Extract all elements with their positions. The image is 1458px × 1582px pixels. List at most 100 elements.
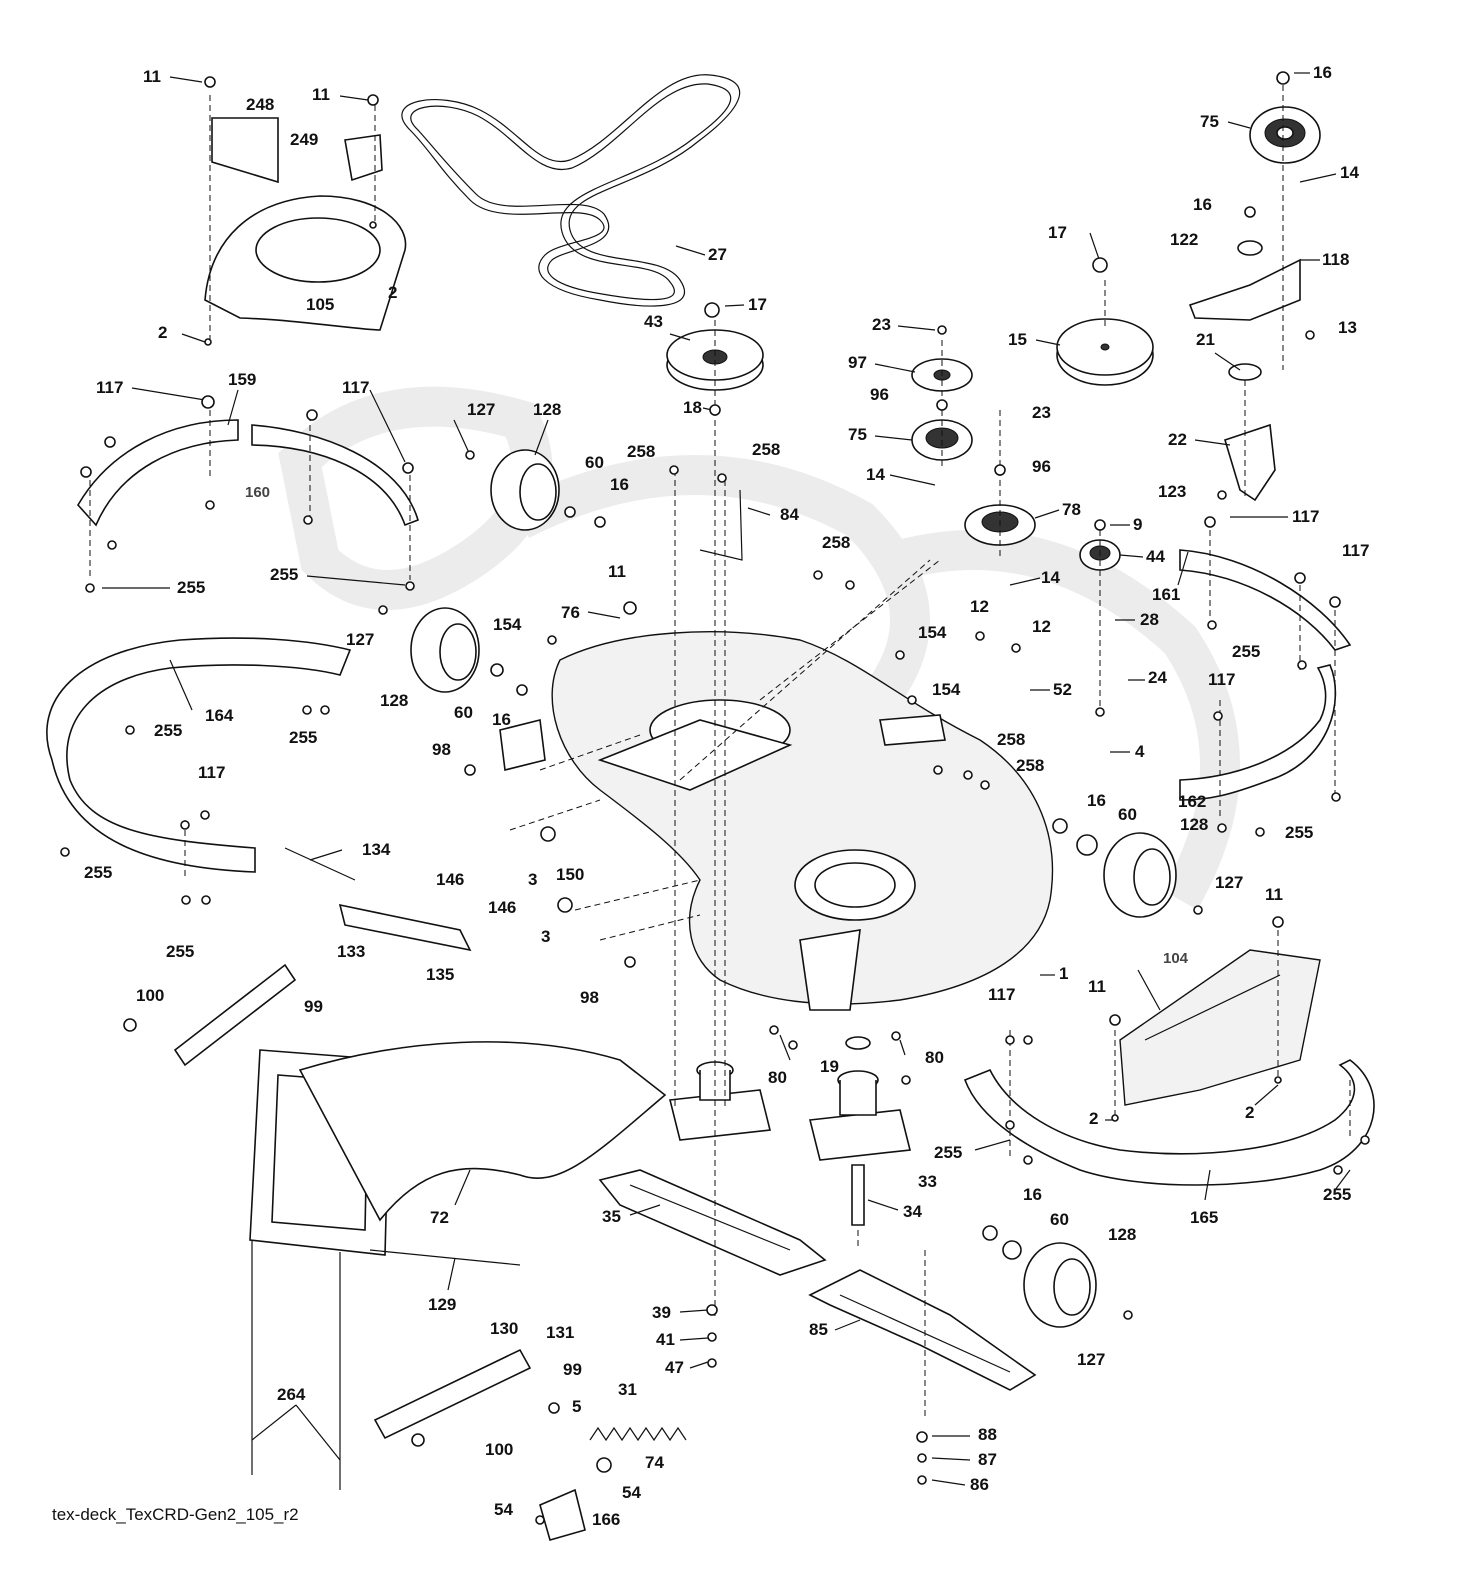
label-127: 127 [346,630,374,649]
label-104: 104 [1163,950,1189,967]
label-60: 60 [585,453,604,472]
label-129: 129 [428,1295,456,1314]
label-258: 258 [627,442,655,461]
label-23: 23 [872,315,891,334]
bumper-165 [963,1059,1375,1186]
label-117: 117 [1342,541,1369,560]
spring-31 [589,1426,687,1442]
label-72: 72 [430,1208,449,1227]
drawing-id-caption: tex-deck_TexCRD-Gen2_105_r2 [52,1505,299,1524]
label-9: 9 [1133,515,1142,534]
label-154: 154 [493,615,522,634]
label-54: 54 [494,1500,513,1519]
label-75: 75 [1200,112,1219,131]
label-21: 21 [1196,330,1215,349]
label-13: 13 [1338,318,1357,337]
label-4: 4 [1135,742,1145,761]
label-122: 122 [1170,230,1198,249]
label-75: 75 [848,425,867,444]
label-161: 161 [1152,585,1180,604]
label-131: 131 [546,1323,574,1342]
label-16: 16 [610,475,629,494]
mulch-plate-72 [249,1041,667,1256]
label-117: 117 [342,378,369,397]
label-27: 27 [708,245,727,264]
label-85: 85 [809,1320,828,1339]
label-117: 117 [198,763,225,782]
label-258: 258 [752,440,780,459]
label-44: 44 [1146,547,1165,566]
label-130: 130 [490,1319,518,1338]
label-23: 23 [1032,403,1051,422]
label-15: 15 [1008,330,1027,349]
label-3: 3 [541,927,550,946]
label-117: 117 [988,985,1015,1004]
gauge-wheel-128-a [490,449,560,531]
label-117: 117 [1208,670,1235,689]
label-74: 74 [645,1453,664,1472]
bracket-166 [539,1488,586,1541]
skirt-162 [1179,664,1337,801]
label-135: 135 [426,965,454,984]
label-19: 19 [820,1057,839,1076]
gauge-wheel-128-d [1023,1242,1097,1328]
idler-pulley-75-top [1249,106,1321,164]
label-33: 33 [918,1172,937,1191]
label-14: 14 [1041,568,1060,587]
label-166: 166 [592,1510,620,1529]
label-87: 87 [978,1450,997,1469]
arm-99-upper [173,963,297,1067]
label-11: 11 [312,85,330,104]
spindle-housing-33 [809,1036,911,1161]
label-255: 255 [1323,1185,1351,1204]
label-54: 54 [622,1483,641,1502]
leader-lines [102,72,1351,1486]
label-164: 164 [205,706,234,725]
label-43: 43 [644,312,663,331]
label-16: 16 [1313,63,1332,82]
label-11: 11 [1265,885,1283,904]
label-255: 255 [154,721,182,740]
label-255: 255 [166,942,194,961]
label-78: 78 [1062,500,1081,519]
label-159: 159 [228,370,256,389]
label-16: 16 [492,710,511,729]
pulley-15 [1056,318,1154,386]
label-2: 2 [158,323,167,342]
label-60: 60 [454,703,473,722]
label-97: 97 [848,353,867,372]
label-12: 12 [970,597,989,616]
label-16: 16 [1023,1185,1042,1204]
label-133: 133 [337,942,365,961]
label-96: 96 [870,385,889,404]
label-31: 31 [618,1380,637,1399]
label-255: 255 [1285,823,1313,842]
label-128: 128 [1108,1225,1136,1244]
label-128: 128 [380,691,408,710]
label-255: 255 [84,863,112,882]
label-14: 14 [866,465,885,484]
label-127: 127 [1215,873,1243,892]
mower-deck-1 [499,631,1054,1011]
label-76: 76 [561,603,580,622]
label-52: 52 [1053,680,1072,699]
label-47: 47 [665,1358,684,1377]
rods [251,489,743,1490]
label-264: 264 [277,1385,306,1404]
label-248: 248 [246,95,274,114]
discharge-chute-104 [1119,949,1321,1106]
label-17: 17 [748,295,767,314]
label-100: 100 [136,986,164,1005]
label-11: 11 [1088,977,1106,996]
spindle-housing-left [669,1061,771,1141]
label-96: 96 [1032,457,1051,476]
label-18: 18 [683,398,702,417]
label-80: 80 [768,1068,787,1087]
label-100: 100 [485,1440,513,1459]
label-35: 35 [602,1207,621,1226]
label-80: 80 [925,1048,944,1067]
drive-belt [401,74,741,307]
baffle-133 [338,903,472,952]
label-117: 117 [96,378,123,397]
